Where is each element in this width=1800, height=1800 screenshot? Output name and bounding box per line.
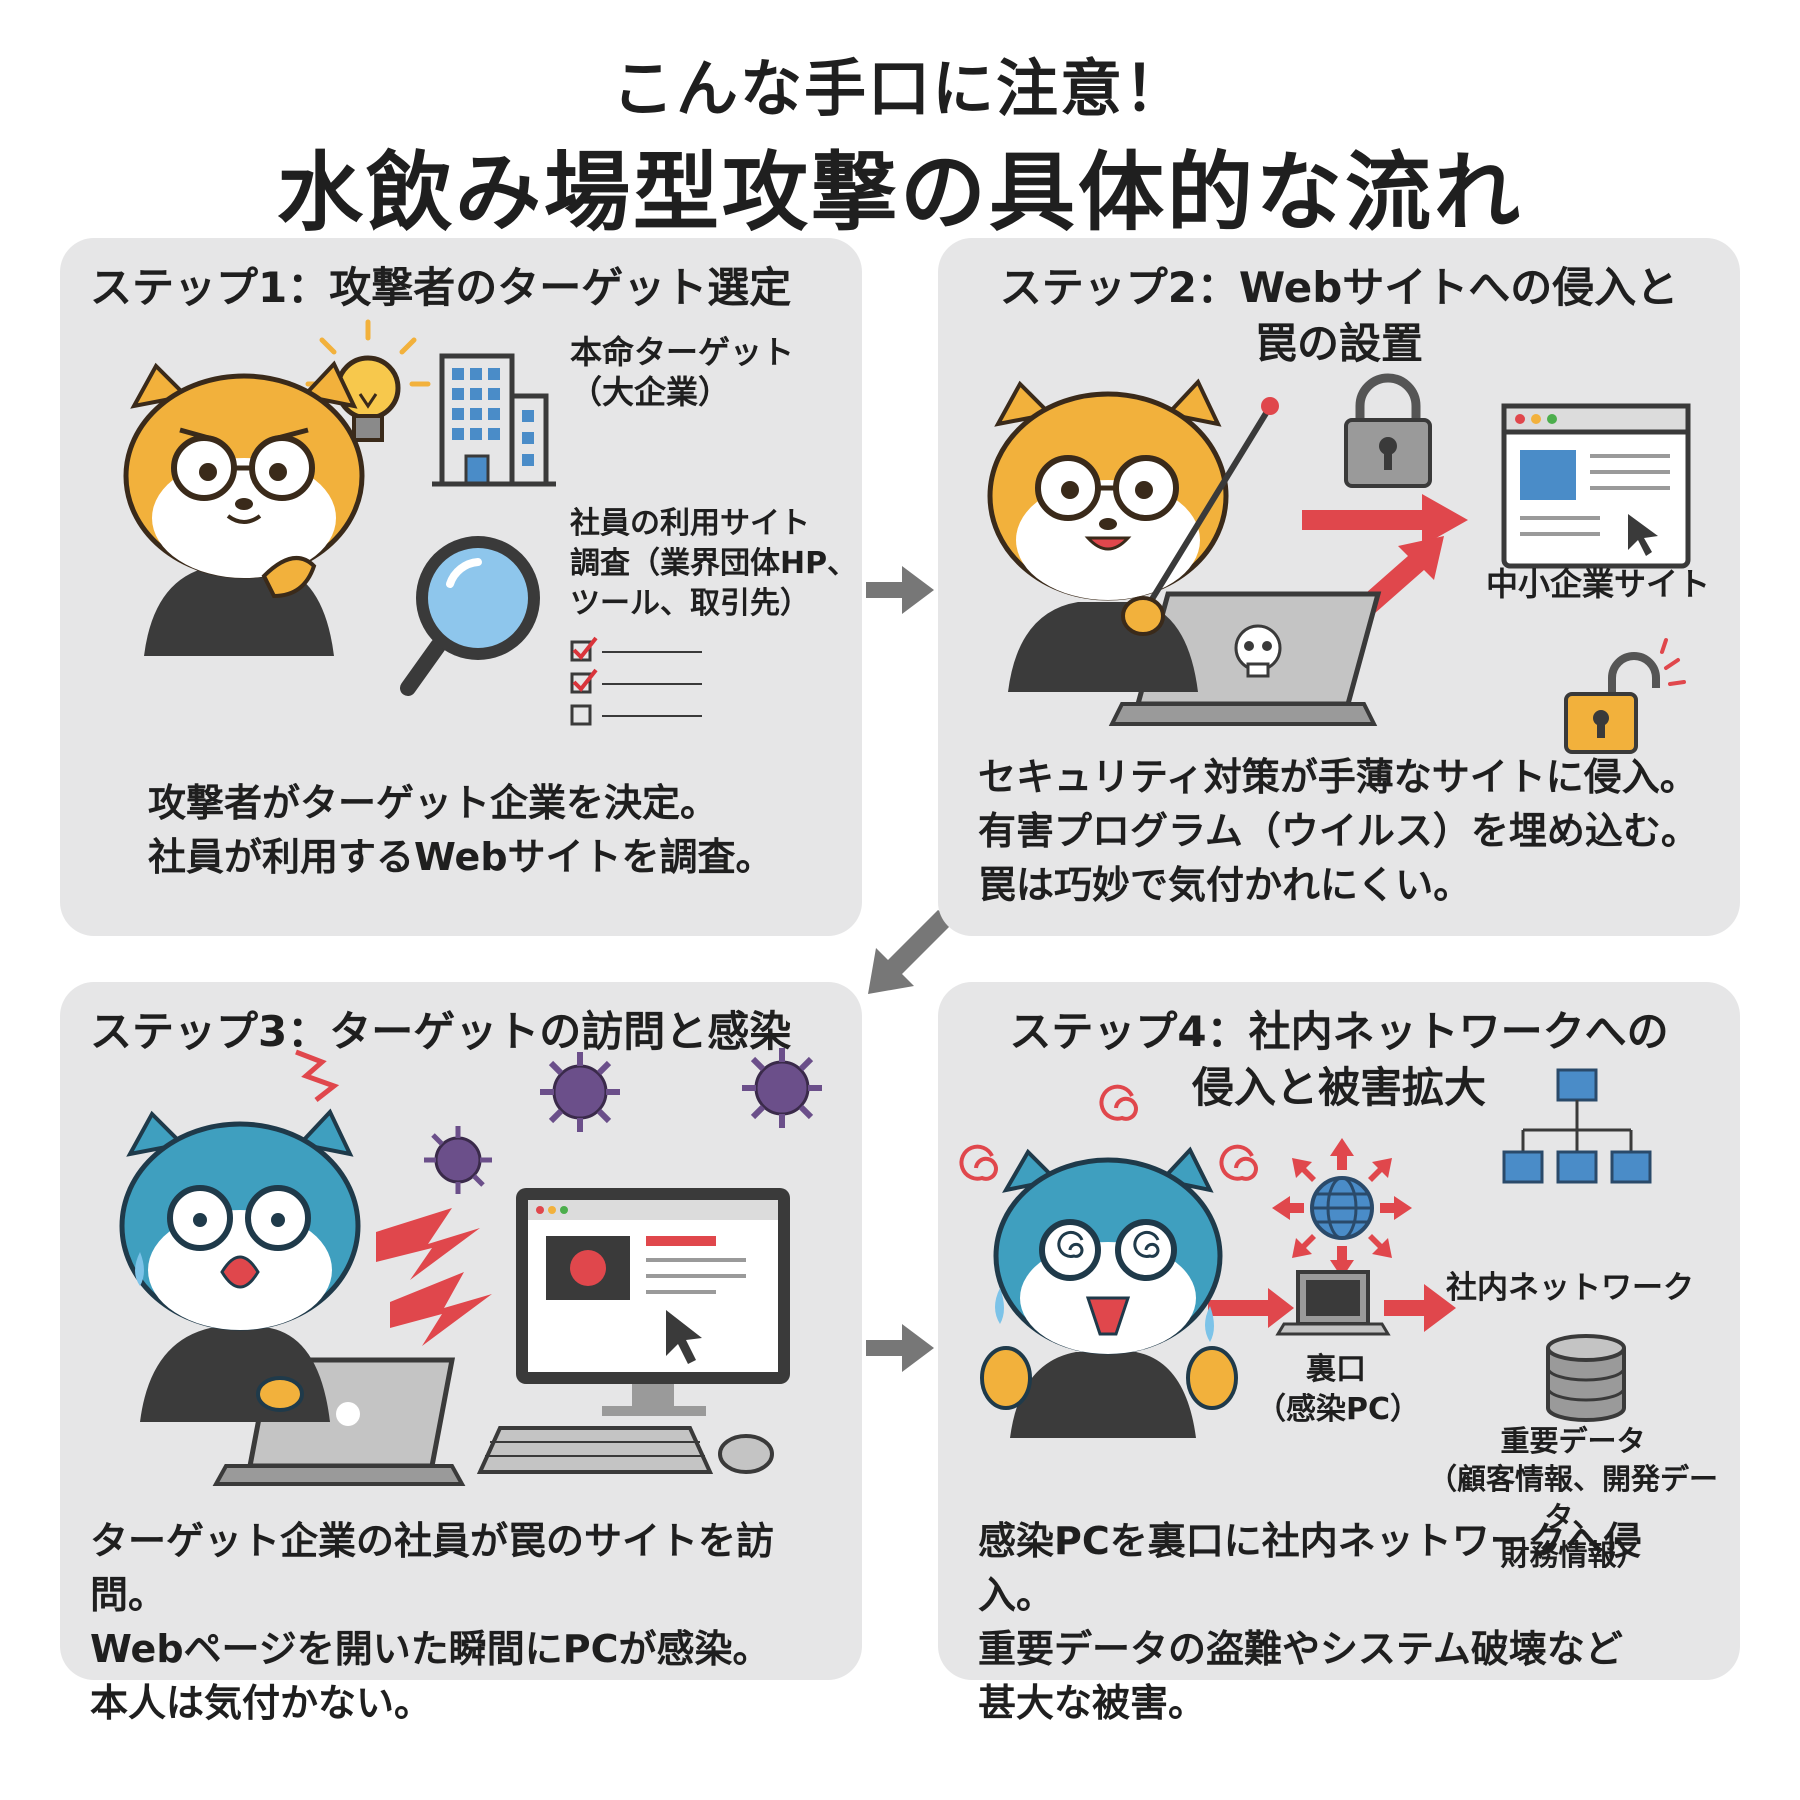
shiba-pointer <box>987 378 1279 692</box>
attack-arrow-right <box>1302 494 1468 546</box>
step-2-title: ステップ2：Webサイトへの侵入と 罠の設置 <box>999 263 1679 368</box>
globe-icon <box>1272 1138 1412 1278</box>
step-1-description: 攻撃者がターゲット企業を決定。 社員が利用するWebサイトを調査。 <box>148 781 774 879</box>
checklist-icon <box>570 636 702 726</box>
attack-arrow-out <box>1384 1284 1456 1332</box>
browser-icon <box>1501 403 1691 569</box>
laptop-skull-icon <box>1108 591 1382 726</box>
step-3-description: ターゲット企業の社員が罠のサイトを訪問。 Webページを開いた瞬間にPCが感染。… <box>90 1519 775 1725</box>
keyboard-icon <box>476 1426 714 1474</box>
step-1-title: ステップ1：攻撃者のターゲット選定 <box>90 263 792 312</box>
data-label: 重要データ （顧客情報、開発データ、 財務情報） <box>1427 1424 1718 1572</box>
laptop-icon <box>1275 1270 1391 1336</box>
step-1-illustration <box>123 319 702 726</box>
attack-arrow-in <box>1208 1288 1294 1328</box>
research-label: 社員の利用サイト 調査（業界団体HP、 ツール、取引先） <box>570 506 858 621</box>
sme-site-label: 中小企業サイト <box>1486 565 1711 603</box>
page-title: 水飲み場型攻撃の具体的な流れ <box>277 143 1523 243</box>
org-chart-icon <box>1502 1068 1652 1184</box>
database-icon <box>1546 1334 1626 1422</box>
step-3-illustration <box>119 1048 822 1486</box>
step-4-illustration <box>959 1068 1652 1438</box>
mouse-icon <box>718 1434 774 1474</box>
unlock-icon <box>1564 638 1686 754</box>
backdoor-label: 裏口 （感染PC） <box>1256 1352 1421 1427</box>
virus-icon <box>424 1048 822 1194</box>
step-3-panel: ステップ3：ターゲットの訪問と感染 <box>60 982 862 1725</box>
step-2-illustration <box>987 373 1691 754</box>
target-label: 本命ターゲット （大企業） <box>570 333 795 411</box>
step-4-title: ステップ4：社内ネットワークへの 侵入と被害拡大 <box>1009 1007 1669 1112</box>
flow-arrow-3-4 <box>866 1324 934 1372</box>
step-4-description: 感染PCを裏口に社内ネットワークへ侵入。 重要データの盗難やシステム破壊など 甚… <box>978 1519 1642 1725</box>
page-subtitle: こんな手口に注意！ <box>611 52 1188 125</box>
flow-arrow-2-3 <box>868 910 952 994</box>
step-1-panel: ステップ1：攻撃者のターゲット選定 <box>60 238 862 936</box>
shiba-thinking <box>123 360 365 656</box>
step-2-description: セキュリティ対策が手薄なサイトに侵入。 有害プログラム（ウイルス）を埋め込む。 … <box>978 755 1699 907</box>
magnifier-icon <box>400 536 540 696</box>
step-2-panel: ステップ2：Webサイトへの侵入と 罠の設置 <box>938 238 1740 936</box>
monitor-icon <box>516 1188 790 1416</box>
shiba-dizzy <box>959 1084 1258 1438</box>
lock-icon <box>1344 373 1432 488</box>
flow-arrow-1-2 <box>866 566 934 614</box>
building-icon <box>432 353 556 487</box>
step-3-title: ステップ3：ターゲットの訪問と感染 <box>90 1007 792 1056</box>
network-label: 社内ネットワーク <box>1446 1270 1694 1306</box>
step-4-panel: ステップ4：社内ネットワークへの 侵入と被害拡大 <box>938 982 1740 1725</box>
shiba-scared <box>119 1108 361 1422</box>
lightning-icon <box>376 1208 492 1346</box>
